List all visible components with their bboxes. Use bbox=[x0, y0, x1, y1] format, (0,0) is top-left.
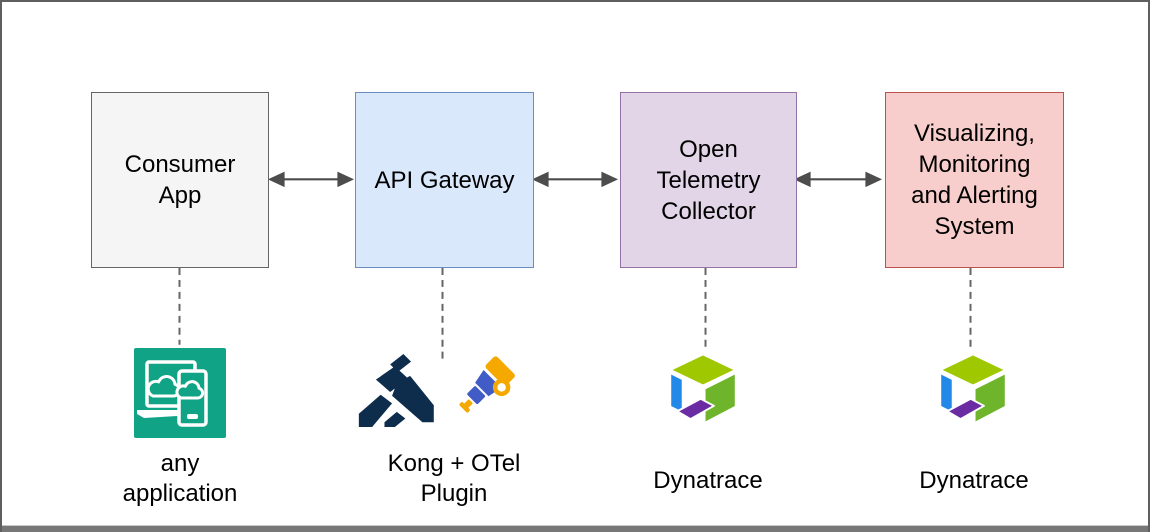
arrow-gateway-collector bbox=[531, 171, 619, 188]
node-otel-collector-label: Open Telemetry Collector bbox=[656, 135, 761, 225]
caption-dynatrace-monitoring: Dynatrace bbox=[919, 467, 1029, 494]
dynatrace-glyph bbox=[939, 353, 1007, 424]
cloud-application-glyph bbox=[137, 360, 208, 427]
node-otel-collector: Open Telemetry Collector bbox=[620, 92, 797, 268]
kong-gorilla-logo bbox=[358, 354, 434, 428]
otel-glyph bbox=[459, 356, 515, 413]
dynatrace-cube-logo bbox=[669, 353, 737, 424]
node-monitoring-system-label: Visualizing, Monitoring and Alerting Sys… bbox=[911, 120, 1038, 240]
node-api-gateway: API Gateway bbox=[355, 92, 534, 268]
dynatrace-glyph bbox=[669, 353, 737, 424]
caption-any-application: any application bbox=[122, 450, 238, 507]
node-consumer-app: Consumer App bbox=[91, 92, 269, 268]
opentelemetry-telescope-logo bbox=[459, 356, 515, 413]
arrow-consumer-gateway bbox=[267, 171, 355, 188]
node-consumer-app-label: Consumer App bbox=[124, 151, 236, 209]
dashed-links bbox=[178, 267, 972, 359]
caption-dynatrace-collector: Dynatrace bbox=[653, 467, 763, 494]
caption-kong-otel-plugin: Kong + OTel Plugin bbox=[387, 450, 521, 507]
arrow-collector-monitoring bbox=[793, 171, 883, 188]
kong-glyph bbox=[358, 354, 434, 428]
window-bottom-edge bbox=[2, 525, 1148, 532]
dynatrace-cube-logo bbox=[939, 353, 1007, 424]
cloud-application-icon bbox=[134, 348, 226, 438]
node-monitoring-system: Visualizing, Monitoring and Alerting Sys… bbox=[885, 92, 1064, 268]
node-api-gateway-label: API Gateway bbox=[374, 166, 515, 194]
